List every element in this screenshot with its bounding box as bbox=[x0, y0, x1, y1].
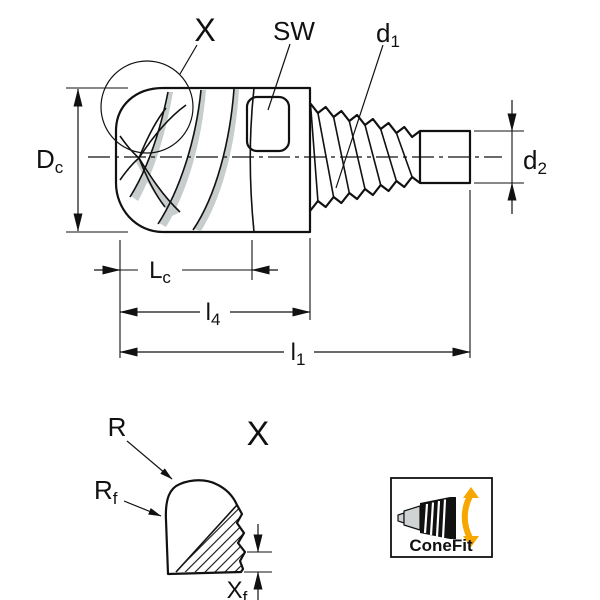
label-d2: d2 bbox=[523, 145, 547, 178]
sw-leader bbox=[267, 43, 291, 111]
conefit-badge: ConeFit bbox=[390, 477, 493, 558]
label-d1: d1 bbox=[376, 18, 400, 51]
detail-section-boundary bbox=[175, 504, 238, 573]
conefit-label: ConeFit bbox=[409, 536, 473, 555]
cutter-silhouette bbox=[114, 86, 472, 234]
r-leader bbox=[126, 440, 173, 480]
d1-leader bbox=[335, 44, 384, 189]
detail-callout-leader bbox=[179, 44, 198, 75]
rotation-arrow-icon bbox=[461, 487, 479, 547]
dim-xf: Xf bbox=[227, 524, 272, 600]
label-dc: Dc bbox=[36, 144, 64, 177]
label-lc: Lc bbox=[149, 257, 171, 287]
label-l4: l4 bbox=[206, 299, 221, 329]
wrench-flat bbox=[245, 95, 291, 153]
label-sw: SW bbox=[273, 16, 315, 46]
rf-leader bbox=[123, 500, 162, 517]
dim-lc: Lc bbox=[94, 240, 278, 358]
detail-title: X bbox=[247, 415, 270, 453]
dim-dc: Dc bbox=[36, 87, 128, 233]
label-l1: l1 bbox=[291, 339, 306, 369]
conefit-icon bbox=[397, 487, 479, 547]
detail-profile bbox=[164, 479, 247, 576]
detail-view: X R Rf Xf bbox=[94, 412, 272, 600]
detail-section-hatch bbox=[176, 505, 245, 572]
flute-lines bbox=[119, 87, 255, 233]
thread-lines bbox=[309, 103, 413, 202]
label-xf: Xf bbox=[227, 577, 248, 600]
label-detail-ref: X bbox=[194, 12, 215, 48]
dim-d2: d2 bbox=[474, 100, 547, 214]
label-rf: Rf bbox=[94, 475, 118, 508]
dim-l1: l1 bbox=[119, 190, 471, 369]
main-view: X SW d1 Dc d2 bbox=[36, 12, 547, 369]
label-r: R bbox=[108, 412, 127, 442]
dim-l4: l4 bbox=[119, 238, 311, 329]
detail-callout-circle bbox=[100, 60, 194, 154]
